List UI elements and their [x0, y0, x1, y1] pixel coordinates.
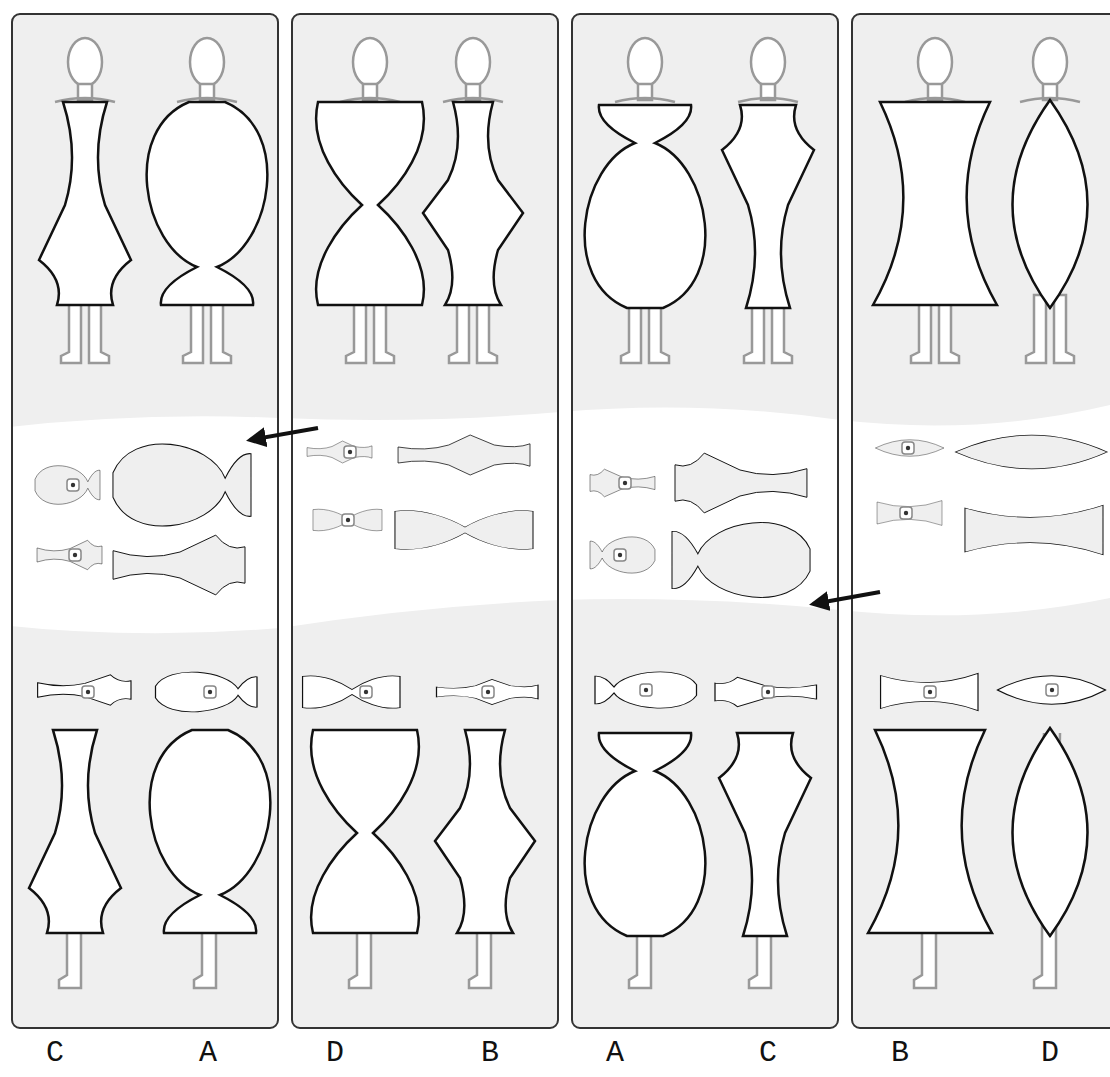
- column-letter: B: [891, 1036, 909, 1070]
- column-letter: C: [759, 1036, 777, 1070]
- column-letter: D: [326, 1036, 344, 1070]
- column-letter: A: [606, 1036, 624, 1070]
- column-letter: A: [199, 1036, 217, 1070]
- column-letter: B: [481, 1036, 499, 1070]
- column-letter: D: [1041, 1036, 1059, 1070]
- column-letter: C: [46, 1036, 64, 1070]
